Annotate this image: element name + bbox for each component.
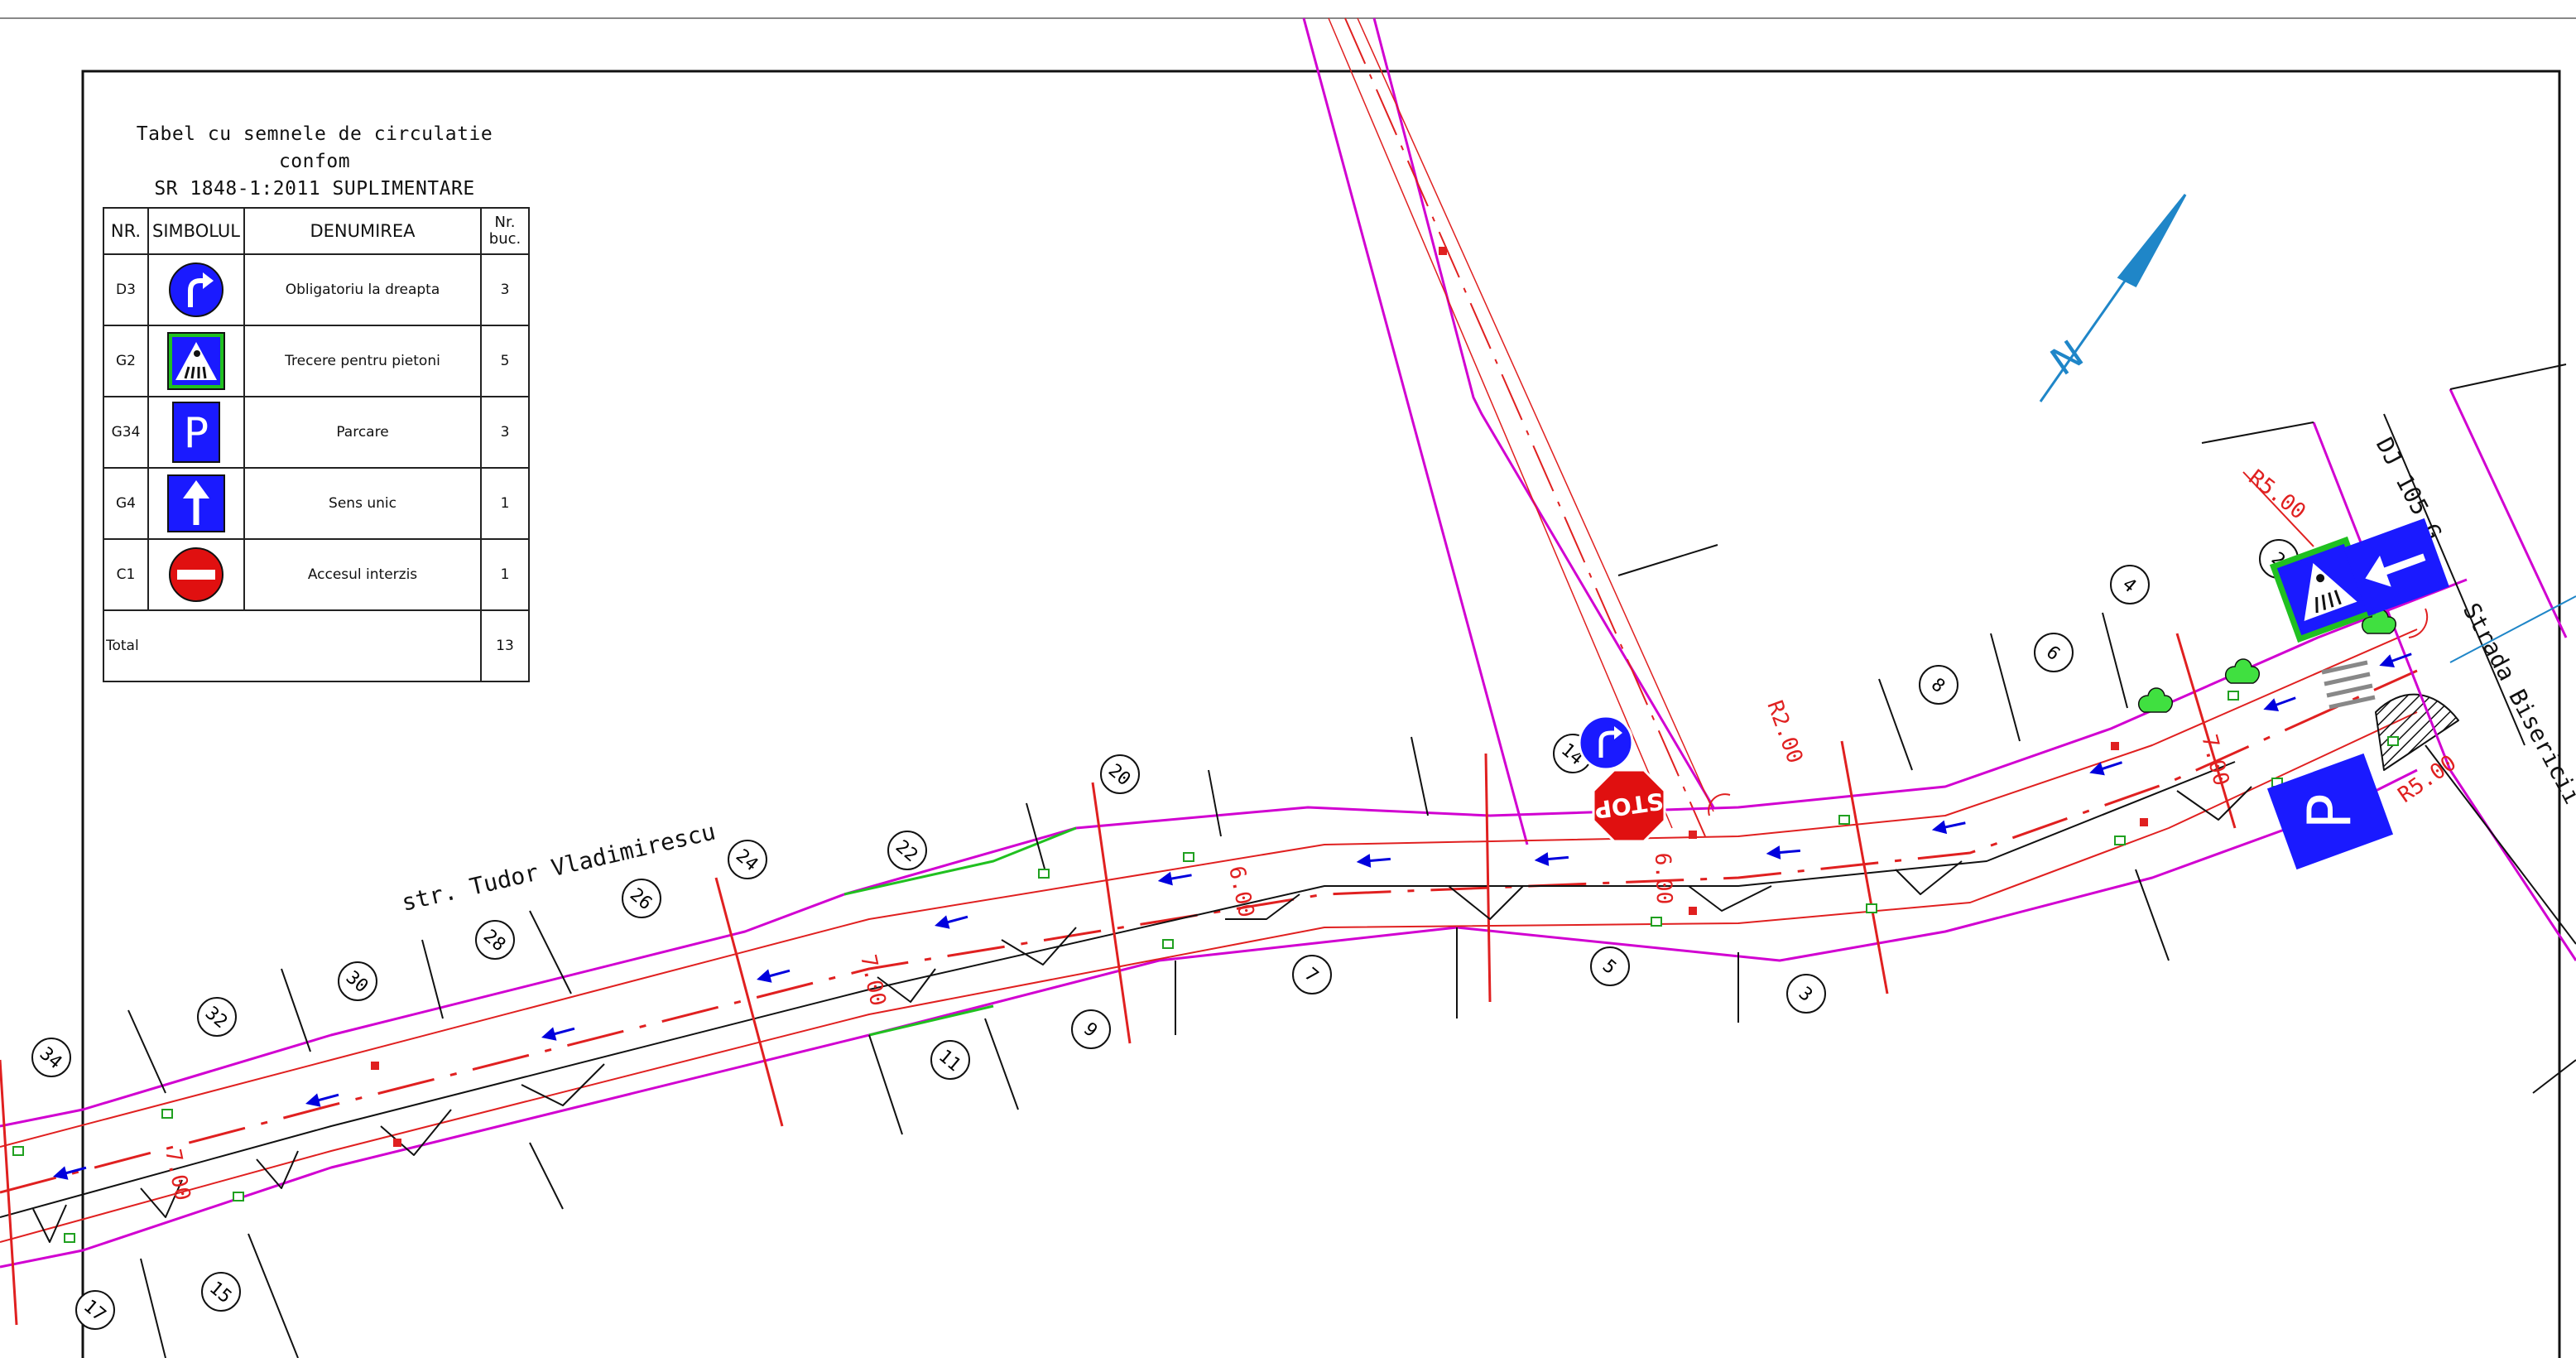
no-entry-sign-icon <box>169 547 223 602</box>
row-nr: G2 <box>103 325 149 397</box>
header-symbol: SIMBOLUL <box>147 207 245 255</box>
row-count: 3 <box>480 396 530 469</box>
plan-sign-mandatory-right <box>1578 715 1634 771</box>
legend-table: NR. SIMBOLUL DENUMIREA Nr. buc. D3 Oblig… <box>103 207 530 682</box>
road-edge-north <box>0 578 2468 1128</box>
parking-sign-icon: P <box>172 402 220 463</box>
direction-arrows <box>53 653 2412 1180</box>
header-nr: NR. <box>103 207 149 255</box>
north-arrow-icon: N <box>2039 194 2187 402</box>
row-symbol: P <box>147 396 245 469</box>
row-name: Trecere pentru pietoni <box>243 325 482 397</box>
road-edge-south <box>0 768 2418 1269</box>
svg-text:P: P <box>2295 793 2364 829</box>
legend-row: G34 P Parcare 3 <box>103 396 530 469</box>
row-name: Sens unic <box>243 467 482 540</box>
crosswalk <box>2321 660 2376 710</box>
row-count: 5 <box>480 325 530 397</box>
drawing-frame <box>81 70 2561 1358</box>
legend-title-line2: SR 1848-1:2011 SUPLIMENTARE <box>154 178 475 200</box>
green-edge-north <box>843 826 1077 896</box>
dj-105g-road <box>2201 364 2576 1094</box>
legend-row: G4 Sens unic 1 <box>103 467 530 540</box>
green-edge-south <box>868 1004 994 1037</box>
row-nr: C1 <box>103 538 149 611</box>
tree-icons <box>2138 609 2396 713</box>
svg-text:P: P <box>184 409 209 457</box>
total-label: Total <box>103 609 482 682</box>
row-symbol <box>147 538 245 611</box>
row-symbol <box>147 467 245 540</box>
header-count-line2: buc. <box>488 230 521 248</box>
house-numbers: 34 32 30 28 26 24 22 20 14 8 6 4 2 17 15… <box>31 539 2299 1330</box>
plan-sign-one-way <box>2343 518 2449 617</box>
property-lines <box>127 612 2170 1358</box>
plan-sign-stop: STOP <box>1592 768 1666 843</box>
legend-row: D3 Obligatoriu la dreapta 3 <box>103 253 530 326</box>
dim-r2: R2.00 <box>1761 697 1807 767</box>
green-markers <box>12 691 2399 1243</box>
header-count-line1: Nr. <box>494 214 516 231</box>
red-markers <box>371 742 2148 1147</box>
mandatory-right-turn-sign-icon <box>169 262 223 317</box>
dim-7m-left: 7.00 <box>160 1147 195 1202</box>
lane-line-outer-south <box>0 711 2418 1243</box>
legend-row: G2 Trecere pentru pietoni 5 <box>103 325 530 397</box>
row-nr: G34 <box>103 396 149 469</box>
legend-title: Tabel cu semnele de circulatie confom SR… <box>99 121 530 203</box>
plan-sign-parking: P <box>2266 753 2394 870</box>
row-nr: G4 <box>103 467 149 540</box>
total-count: 13 <box>480 609 530 682</box>
lane-line-outer-north <box>0 628 2418 1148</box>
row-count: 1 <box>480 538 530 611</box>
curb-line <box>0 761 2236 1218</box>
row-name: Parcare <box>243 396 482 469</box>
dim-7m-right: 7.00 <box>2196 732 2233 788</box>
dim-r5-top: R5.00 <box>2244 465 2310 525</box>
street-name-main: str. Tudor Vladimirescu <box>399 817 718 916</box>
legend-title-line1: Tabel cu semnele de circulatie confom <box>136 123 493 172</box>
main-road <box>0 578 2468 1326</box>
pedestrian-crossing-sign-icon <box>167 332 225 390</box>
one-way-sign-icon <box>167 474 225 532</box>
dim-7m-mid: 7.00 <box>855 952 890 1008</box>
row-name: Obligatoriu la dreapta <box>243 253 482 326</box>
row-count: 1 <box>480 467 530 540</box>
header-name: DENUMIREA <box>243 207 482 255</box>
header-count: Nr. buc. <box>480 207 530 255</box>
legend-row: C1 Accesul interzis 1 <box>103 538 530 611</box>
dim-6m-b: 6.00 <box>1650 852 1676 905</box>
row-name: Accesul interzis <box>243 538 482 611</box>
legend-header-row: NR. SIMBOLUL DENUMIREA Nr. buc. <box>103 207 530 255</box>
row-symbol <box>147 325 245 397</box>
row-symbol <box>147 253 245 326</box>
access-road-north <box>1302 17 1718 845</box>
row-nr: D3 <box>103 253 149 326</box>
row-count: 3 <box>480 253 530 326</box>
legend-total-row: Total 13 <box>103 609 530 682</box>
dim-6m-a: 6.00 <box>1223 864 1258 919</box>
